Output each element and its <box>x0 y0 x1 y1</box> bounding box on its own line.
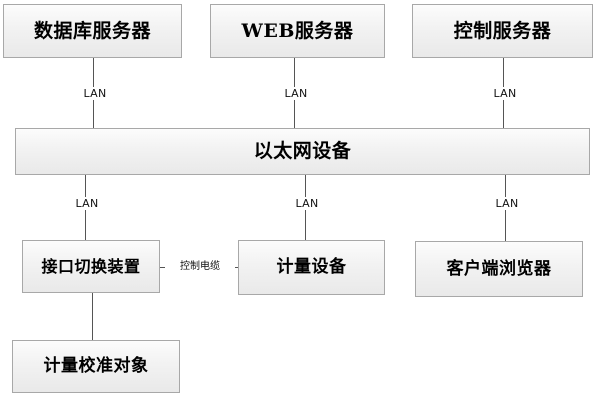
edge-label-interface-switch-lan: LAN <box>67 197 107 210</box>
node-label-metering-equipment: 计量设备 <box>276 257 347 278</box>
node-client-browser[interactable]: 客户端浏览器 <box>415 241 583 297</box>
edge-label-database-server-lan: LAN <box>75 87 115 100</box>
node-label-interface-switch: 接口切换装置 <box>41 256 141 276</box>
node-ethernet-device[interactable]: 以太网设备 <box>15 128 590 175</box>
node-interface-switch[interactable]: 接口切换装置 <box>22 240 160 293</box>
edge-label-client-browser-lan: LAN <box>487 197 527 210</box>
node-label-database-server: 数据库服务器 <box>33 19 151 42</box>
edge-label-control-cable: 控制电缆 <box>165 261 235 273</box>
edge-label-metering-equipment-lan: LAN <box>287 197 327 210</box>
node-label-control-server: 控制服务器 <box>453 19 552 42</box>
node-label-calibration-object: 计量校准对象 <box>43 356 149 377</box>
node-web-server[interactable]: WEB服务器 <box>210 4 385 58</box>
node-calibration-object[interactable]: 计量校准对象 <box>12 340 180 393</box>
edge-label-web-server-lan: LAN <box>276 87 316 100</box>
node-label-client-browser: 客户端浏览器 <box>446 258 552 279</box>
connector-interface-switch-to-calibration-object <box>92 293 93 340</box>
node-control-server[interactable]: 控制服务器 <box>412 4 593 58</box>
node-database-server[interactable]: 数据库服务器 <box>3 4 182 58</box>
edge-label-control-server-lan: LAN <box>485 87 525 100</box>
node-label-ethernet-device: 以太网设备 <box>253 140 352 163</box>
node-metering-equipment[interactable]: 计量设备 <box>238 240 385 295</box>
node-label-web-server: WEB服务器 <box>241 19 354 42</box>
